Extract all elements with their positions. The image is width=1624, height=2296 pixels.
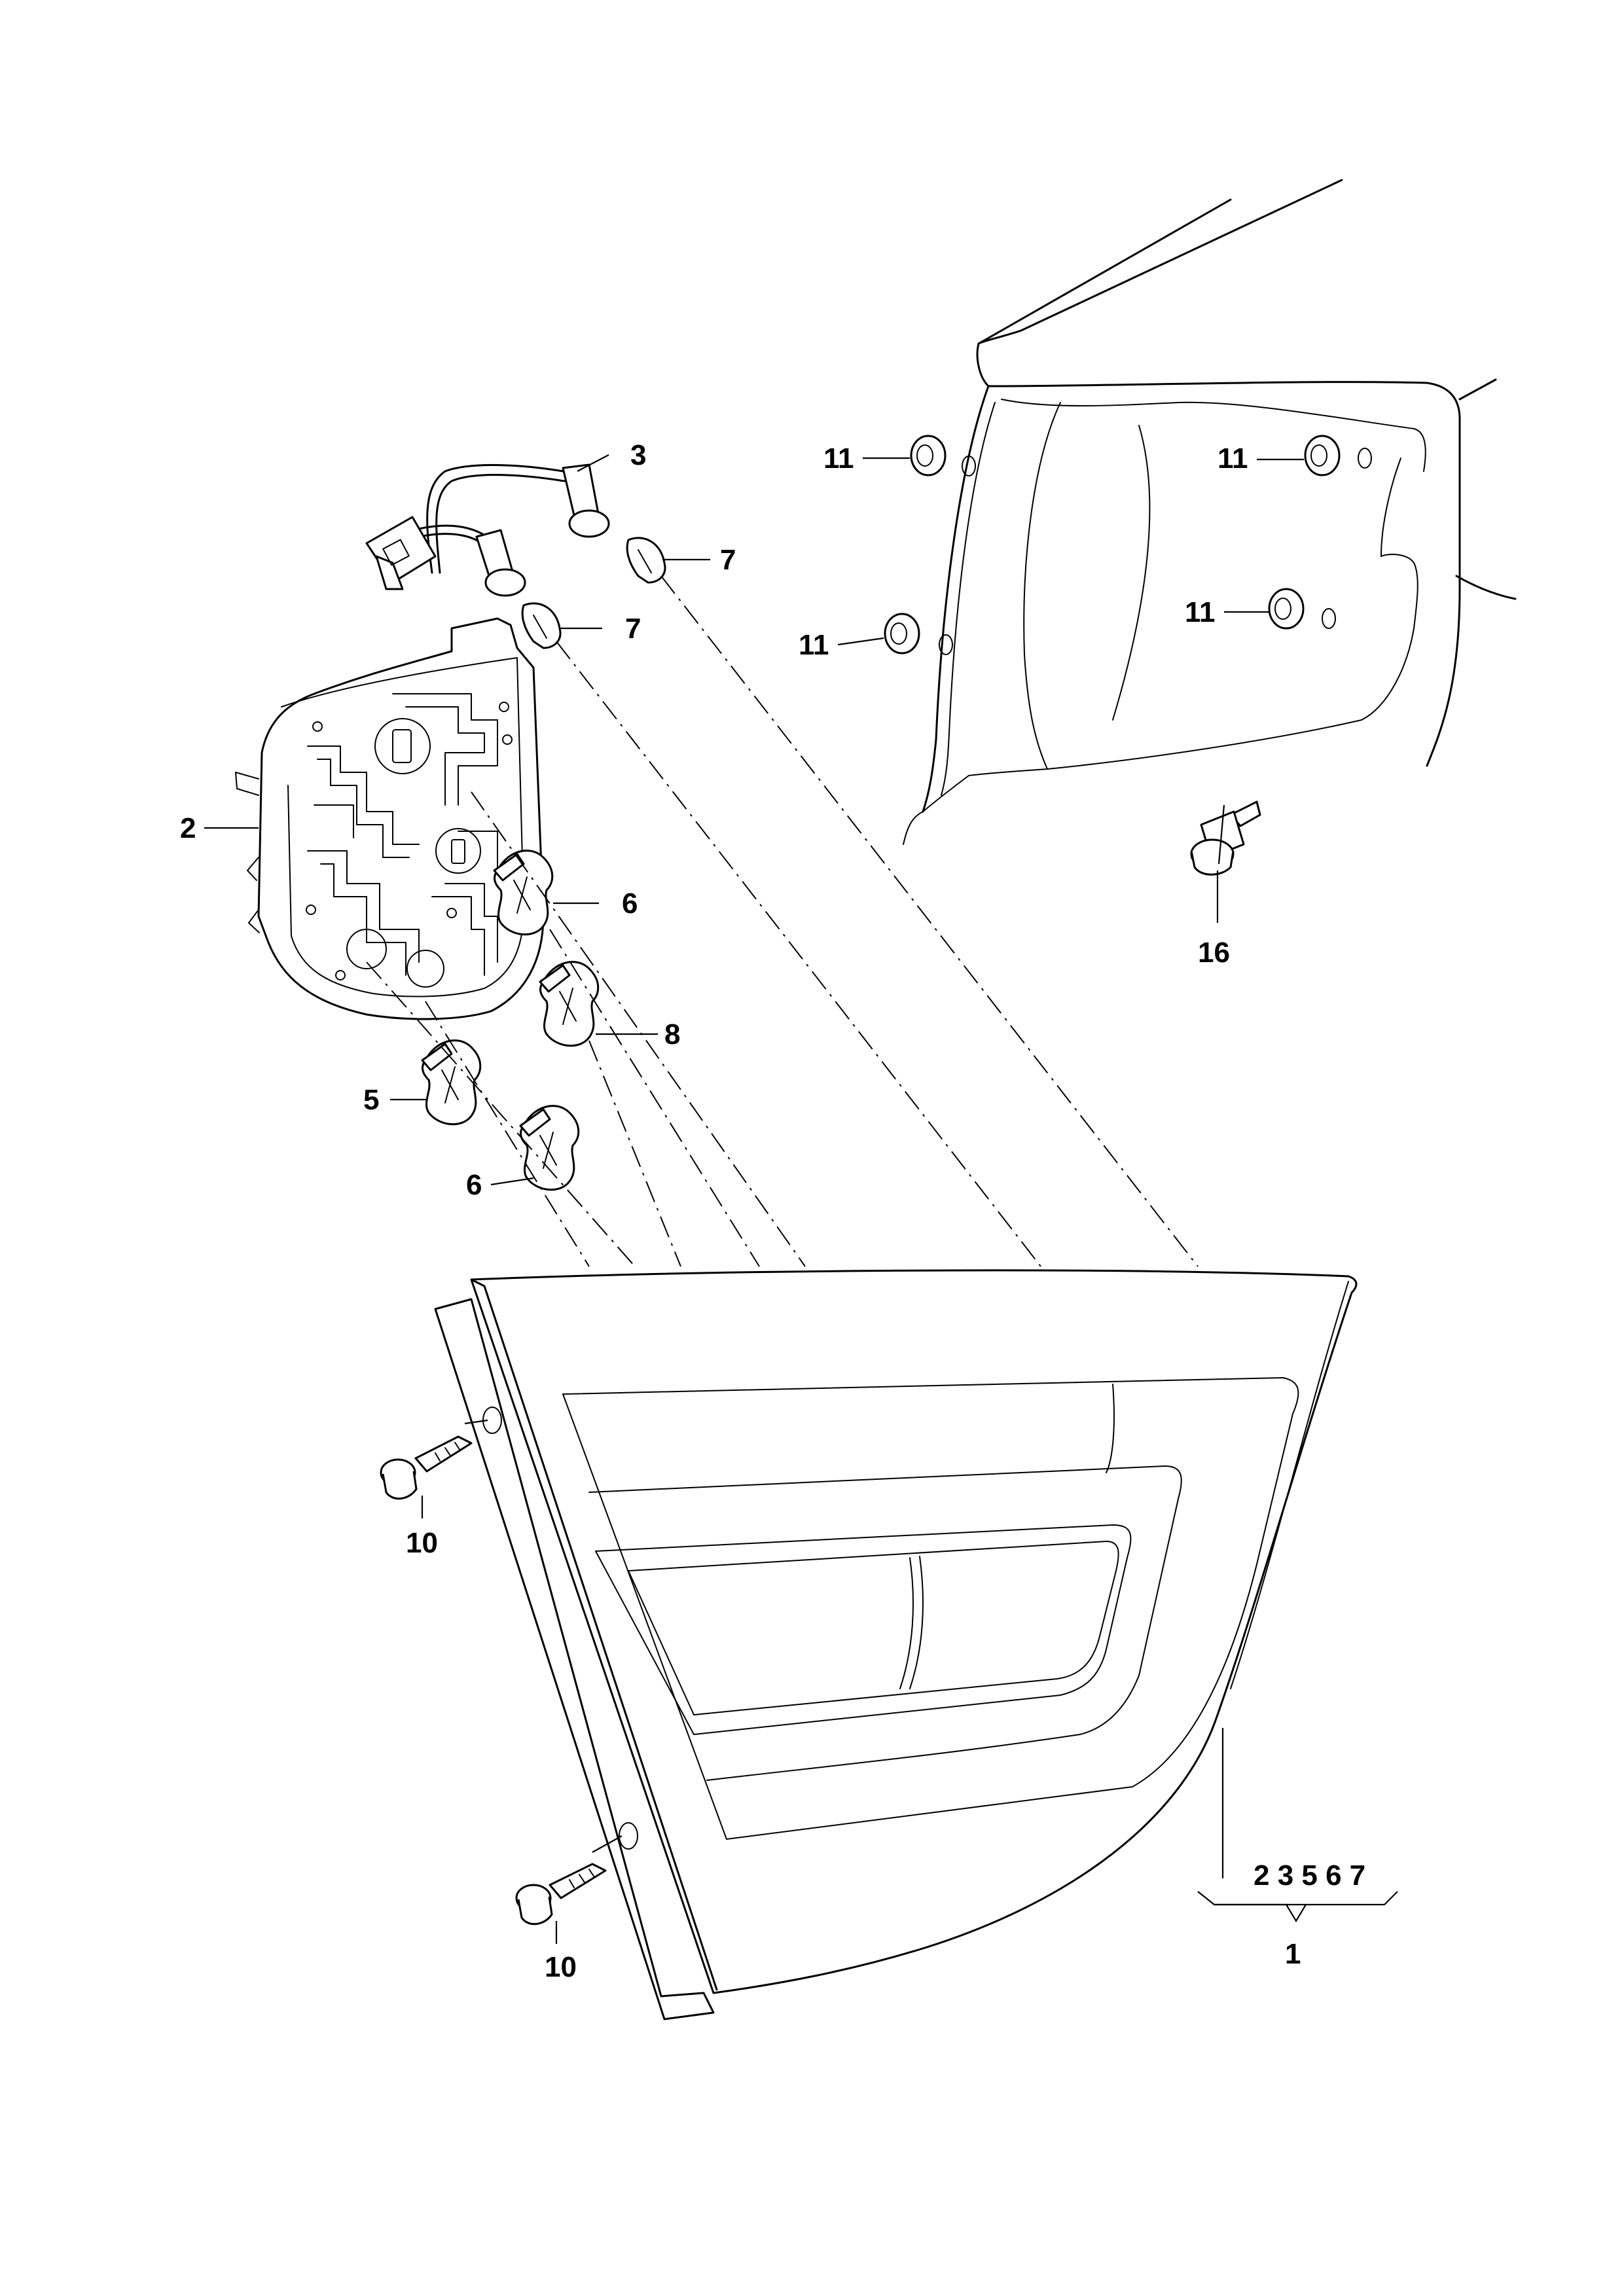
callout-10-lower: 10 xyxy=(545,1951,577,1983)
callout-labels: 3 7 7 2 6 8 5 6 10 10 11 11 11 11 16 2 3… xyxy=(180,439,1365,1983)
vehicle-body-opening xyxy=(903,179,1517,845)
callout-group-1-contents: 2 3 5 6 7 xyxy=(1254,1859,1365,1892)
callout-11-c: 11 xyxy=(1218,442,1248,475)
callout-7-upper: 7 xyxy=(720,544,736,576)
grommet-11-a xyxy=(910,435,947,476)
grommet-11-b xyxy=(884,613,920,655)
callout-8: 8 xyxy=(664,1018,680,1050)
assembly-lines xyxy=(366,575,1199,1267)
bulb-6-upper xyxy=(493,850,554,936)
wiring-harness-3 xyxy=(365,463,610,597)
callout-11-a: 11 xyxy=(823,442,854,475)
tail-light-lens-1 xyxy=(434,1269,1358,2020)
bulb-5 xyxy=(421,1039,482,1126)
callout-10-upper: 10 xyxy=(406,1527,438,1559)
callout-6-lower: 6 xyxy=(466,1169,482,1201)
small-bulb-7-lower xyxy=(521,602,562,649)
bulb-6-lower xyxy=(519,1105,580,1191)
callout-2: 2 xyxy=(180,812,196,844)
callout-7-lower: 7 xyxy=(625,613,641,645)
callout-6-upper: 6 xyxy=(622,888,638,920)
screw-10-lower xyxy=(515,1863,607,1944)
callout-5: 5 xyxy=(363,1084,379,1116)
grommet-11-d xyxy=(1268,588,1305,630)
callout-11-b: 11 xyxy=(799,629,829,661)
bulb-holder-2 xyxy=(235,617,545,1020)
screw-10-upper xyxy=(380,1435,473,1518)
leader-lines xyxy=(204,454,1398,1923)
callout-16: 16 xyxy=(1198,937,1230,969)
callout-1: 1 xyxy=(1285,1938,1301,1970)
callout-11-d: 11 xyxy=(1185,596,1216,628)
stud-16 xyxy=(1190,800,1261,876)
callout-3: 3 xyxy=(630,439,646,471)
small-bulb-7-upper xyxy=(626,537,666,584)
grommet-11-c xyxy=(1304,435,1341,476)
bulb-8 xyxy=(539,961,600,1047)
